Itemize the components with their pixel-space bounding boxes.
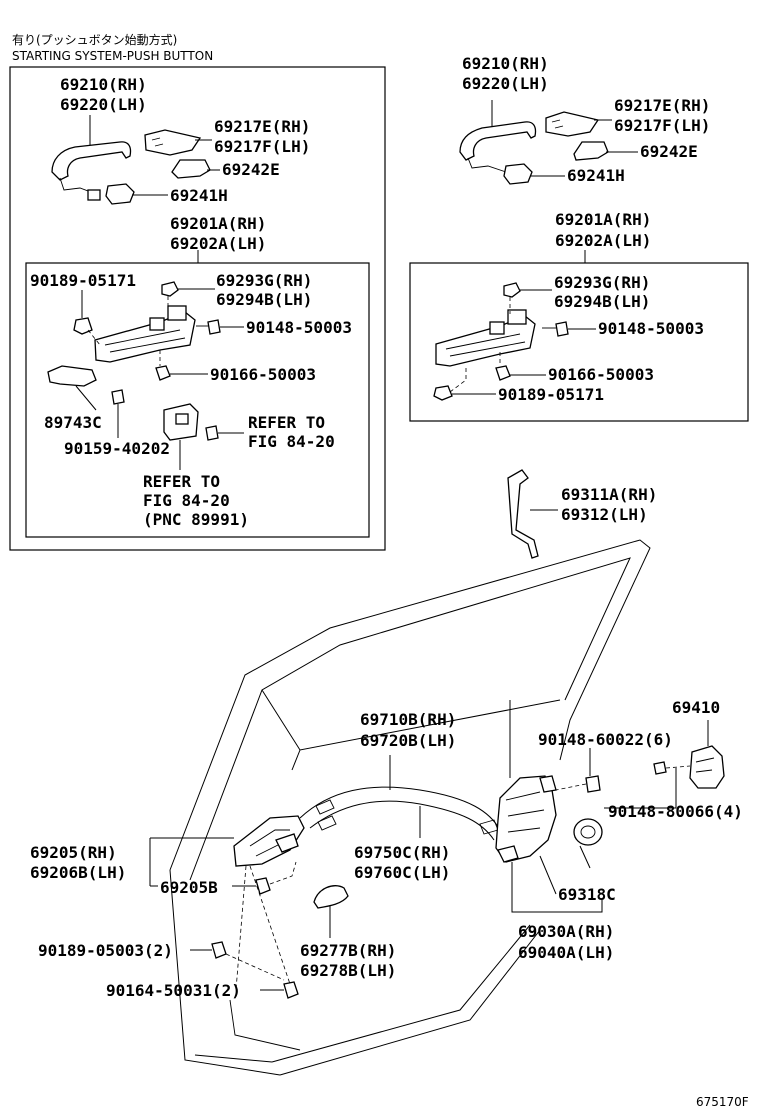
label-69217f-left: 69217F(LH) xyxy=(214,137,310,156)
label-69205: 69205(RH) xyxy=(30,843,117,862)
cable-69710b xyxy=(299,786,501,831)
label-refer-1b: FIG 84-20 xyxy=(248,432,335,451)
label-69217e-right: 69217E(RH) xyxy=(614,96,710,115)
label-90148-60022: 90148-60022(6) xyxy=(538,730,673,749)
label-69217e-left: 69217E(RH) xyxy=(214,117,310,136)
label-90189-05003: 90189-05003(2) xyxy=(38,941,173,960)
door-lock-assembly xyxy=(495,775,557,863)
label-69220-right: 69220(LH) xyxy=(462,74,549,93)
left-screw-90166 xyxy=(155,365,171,381)
label-69030a: 69030A(RH) xyxy=(518,922,614,941)
label-69318c: 69318C xyxy=(558,885,616,904)
bolt-90148-60022 xyxy=(585,775,601,793)
label-69750c: 69750C(RH) xyxy=(354,843,450,862)
label-69312: 69312(LH) xyxy=(561,505,648,524)
lamp-69277b xyxy=(313,885,349,909)
label-90189-05171-left: 90189-05171 xyxy=(30,271,136,290)
label-90166-50003-right: 90166-50003 xyxy=(548,365,654,384)
right-clip-69293g xyxy=(503,282,521,298)
label-69201a-left: 69201A(RH) xyxy=(170,214,266,233)
door-striker-69410 xyxy=(689,745,725,789)
label-refer-2b: FIG 84-20 xyxy=(143,491,230,510)
left-screw-90159 xyxy=(111,389,125,405)
label-90164-50031: 90164-50031(2) xyxy=(106,981,241,1000)
label-69210-right: 69210(RH) xyxy=(462,54,549,73)
left-frame xyxy=(9,66,386,551)
label-refer-2a: REFER TO xyxy=(143,472,220,491)
bolt-90148-80066 xyxy=(653,761,667,775)
right-inner-frame xyxy=(409,262,749,422)
label-refer-2c: (PNC 89991) xyxy=(143,510,249,529)
right-pad-69241h xyxy=(503,163,533,185)
left-pad-69242e xyxy=(171,159,211,179)
header-japanese: 有り(プッシュボタン始動方式) xyxy=(12,32,177,47)
label-69205b: 69205B xyxy=(160,878,218,897)
left-screw-refer xyxy=(205,425,219,441)
left-clip-69293g xyxy=(161,281,179,297)
label-90148-50003-left: 90148-50003 xyxy=(246,318,352,337)
left-pad-69241h xyxy=(105,183,135,205)
left-sensor xyxy=(163,403,199,441)
label-90148-80066: 90148-80066(4) xyxy=(608,802,743,821)
right-handle-frame xyxy=(435,309,536,367)
left-clip-90189 xyxy=(73,317,93,335)
label-69206b: 69206B(LH) xyxy=(30,863,126,882)
label-69241h-right: 69241H xyxy=(567,166,625,185)
right-outside-handle xyxy=(459,121,537,173)
header-system: STARTING SYSTEM-PUSH BUTTON xyxy=(12,49,213,63)
label-69202a-left: 69202A(LH) xyxy=(170,234,266,253)
label-69242e-left: 69242E xyxy=(222,160,280,179)
cable-69750c xyxy=(309,800,495,841)
label-refer-1a: REFER TO xyxy=(248,413,325,432)
label-69201a-right: 69201A(RH) xyxy=(555,210,651,229)
label-69210-left: 69210(RH) xyxy=(60,75,147,94)
label-69293g-right: 69293G(RH) xyxy=(554,273,650,292)
left-bracket-89743c xyxy=(47,365,97,387)
drawing-code: 675170F xyxy=(696,1095,749,1109)
label-69720b: 69720B(LH) xyxy=(360,731,456,750)
cushion-69318c xyxy=(573,818,603,846)
lock-rod xyxy=(507,469,539,559)
handle-cap-69205b xyxy=(255,877,271,895)
clip-90189-05003 xyxy=(211,941,227,959)
left-outside-handle xyxy=(51,141,132,201)
label-69278b: 69278B(LH) xyxy=(300,961,396,980)
label-69277b: 69277B(RH) xyxy=(300,941,396,960)
left-handle-frame xyxy=(94,305,196,363)
label-69710b: 69710B(RH) xyxy=(360,710,456,729)
label-69220-left: 69220(LH) xyxy=(60,95,147,114)
right-screw-90166 xyxy=(495,365,511,381)
label-89743c: 89743C xyxy=(44,413,102,432)
inside-handle xyxy=(233,815,305,867)
label-69242e-right: 69242E xyxy=(640,142,698,161)
label-69760c: 69760C(LH) xyxy=(354,863,450,882)
left-handle-cover xyxy=(144,129,202,156)
right-pad-69242e xyxy=(573,141,609,161)
label-90166-50003-left: 90166-50003 xyxy=(210,365,316,384)
label-69311a: 69311A(RH) xyxy=(561,485,657,504)
label-90159-40202: 90159-40202 xyxy=(64,439,170,458)
label-69294b-left: 69294B(LH) xyxy=(216,290,312,309)
label-69040a: 69040A(LH) xyxy=(518,943,614,962)
label-69410: 69410 xyxy=(672,698,720,717)
label-69293g-left: 69293G(RH) xyxy=(216,271,312,290)
label-90189-05171-right: 90189-05171 xyxy=(498,385,604,404)
label-69217f-right: 69217F(LH) xyxy=(614,116,710,135)
left-bolt-90148 xyxy=(196,319,221,335)
door-outline xyxy=(169,539,651,1076)
right-clip-90189 xyxy=(433,385,453,401)
label-69294b-right: 69294B(LH) xyxy=(554,292,650,311)
label-90148-50003-right: 90148-50003 xyxy=(598,319,704,338)
screw-90164-50031 xyxy=(283,981,299,999)
right-bolt-90148 xyxy=(542,321,569,337)
label-69241h-left: 69241H xyxy=(170,186,228,205)
right-handle-cover xyxy=(545,111,600,137)
label-69202a-right: 69202A(LH) xyxy=(555,231,651,250)
